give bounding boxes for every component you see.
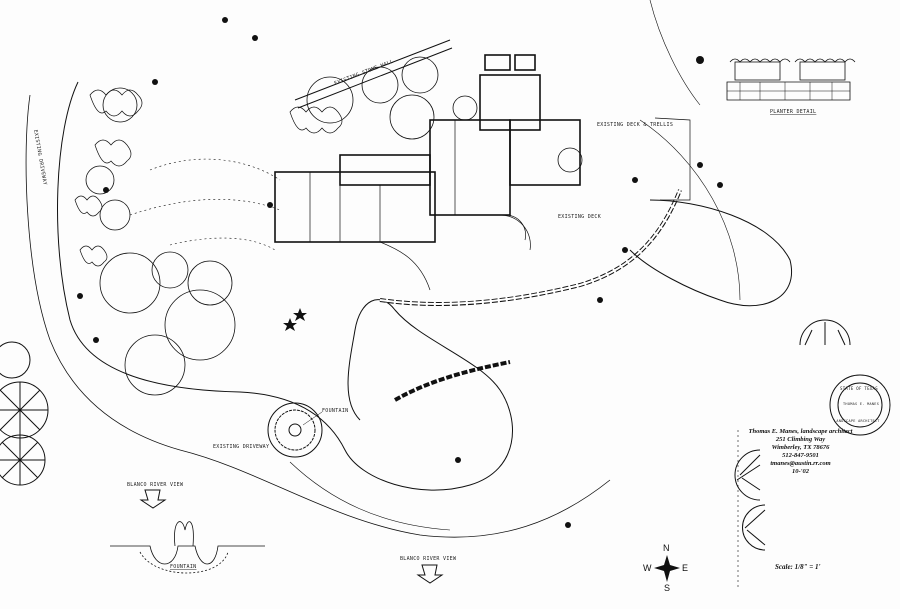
label-existing-deck-upper: EXISTING DECK & TRELLIS: [597, 122, 673, 128]
garden-bed-right: [629, 199, 792, 307]
compass-w: W: [643, 563, 652, 573]
label-blanco-view-left: BLANCO RIVER VIEW: [127, 482, 184, 488]
planter-detail: [726, 58, 856, 101]
specimen-tree-symbols: [0, 319, 851, 551]
title-block: Thomas E. Manes, landscape architect 251…: [738, 428, 863, 476]
seal-role: LANDSCAPE ARCHITECT: [834, 419, 880, 423]
compass-s: S: [664, 583, 671, 593]
view-arrow-right: [416, 564, 444, 584]
architect-name: Thomas E. Manes, landscape architect: [748, 428, 853, 435]
architect-city: Wimberley, TX 78676: [771, 444, 830, 451]
slope-line: [649, 0, 701, 106]
compass-e: E: [682, 563, 689, 573]
label-fountain: FOUNTAIN: [322, 408, 348, 414]
trees: [85, 56, 583, 396]
road-curve: [639, 119, 741, 301]
seal-outer: [829, 374, 891, 436]
fountain-section: [110, 521, 265, 574]
north-arrow: [654, 555, 680, 582]
stone-path: [379, 189, 682, 307]
deck-outline: [654, 117, 691, 201]
label-fountain-section: FOUNTAIN: [170, 564, 196, 570]
shrub-masses: [74, 89, 343, 267]
stone-wall: [294, 39, 453, 109]
star-shrubs: [283, 308, 307, 331]
shrub-dots: [77, 17, 723, 528]
lawn-boundary: [57, 81, 513, 491]
label-existing-driveway-bottom: EXISTING DRIVEWAY: [213, 444, 269, 450]
house-footprint: [274, 54, 581, 243]
architect-email: tmanes@austin.rr.com: [770, 460, 831, 467]
label-existing-deck: EXISTING DECK: [558, 214, 601, 220]
label-blanco-view-right: BLANCO RIVER VIEW: [400, 556, 457, 562]
architect-address: 251 Climbing Way: [775, 436, 826, 443]
driveway-edge-lower: [289, 461, 451, 531]
compass-n: N: [663, 543, 670, 553]
fountain-plan: [267, 402, 323, 458]
seal-text: STATE OF TEXAS: [840, 386, 878, 391]
architect-phone: 512-847-9501: [782, 452, 819, 459]
label-planter-detail: PLANTER DETAIL: [770, 109, 816, 115]
label-existing-driveway-left: EXISTING DRIVEWAY: [32, 129, 48, 185]
seal-name: THOMAS E. MANES: [843, 402, 879, 406]
view-arrow-left: [139, 489, 167, 509]
scale-label: Scale: 1/8" = 1': [775, 563, 821, 571]
drawing-date: 10-'02: [792, 468, 809, 475]
driveway-edge: [25, 94, 611, 538]
stone-path-lower: [394, 360, 511, 402]
